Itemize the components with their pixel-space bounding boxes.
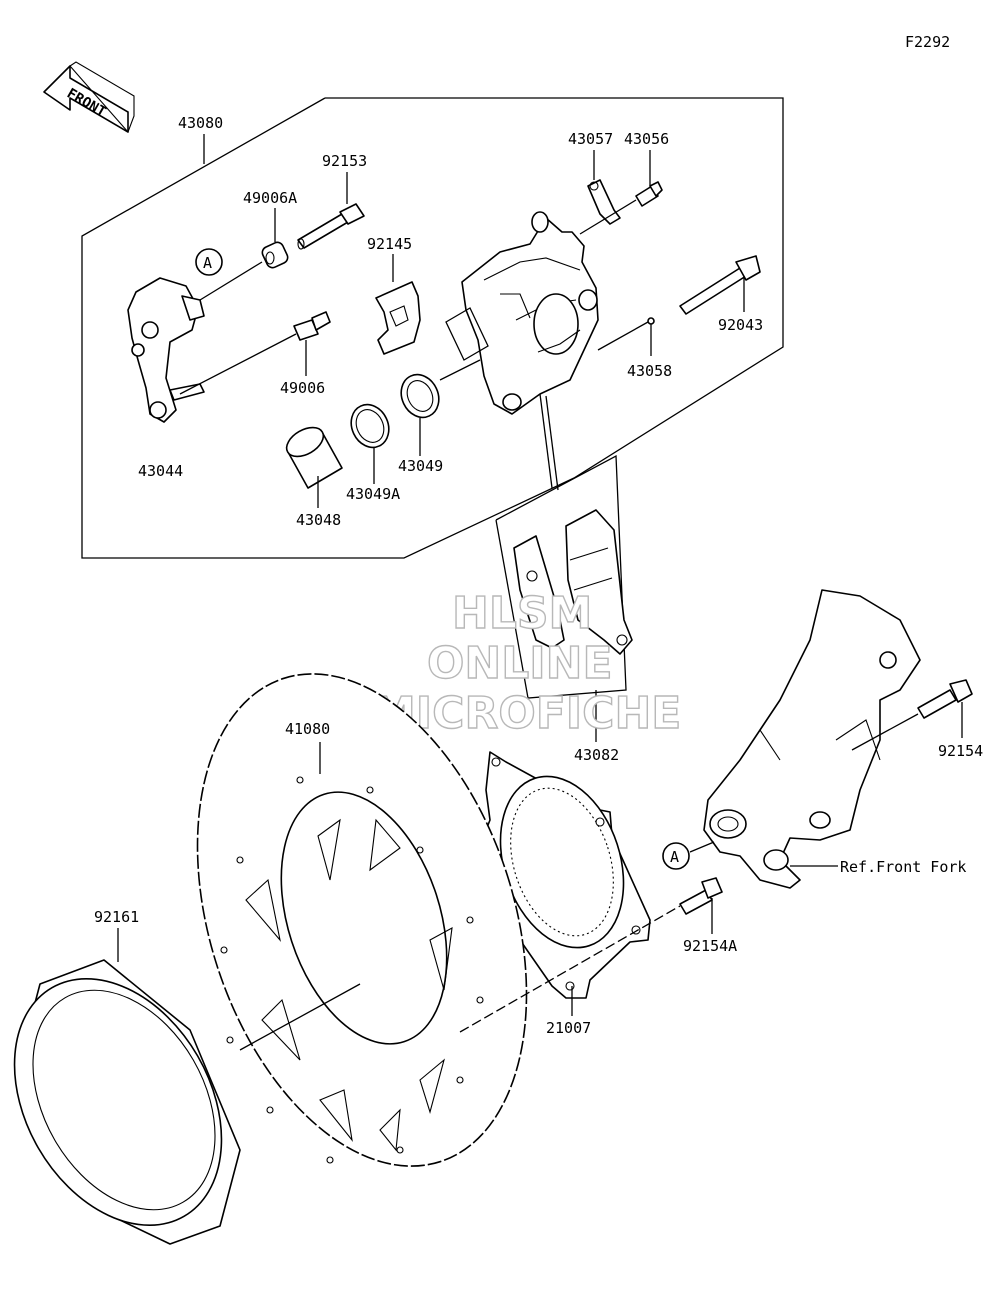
brake-disc-41080 — [196, 673, 528, 1167]
o-ring-43058 — [647, 317, 655, 325]
front-fork — [703, 589, 921, 889]
label-92145: 92145 — [367, 235, 412, 253]
callout-a-lower — [662, 842, 690, 870]
front-arrow-icon: FRONT — [43, 61, 135, 134]
pad-spring-92145 — [375, 281, 421, 355]
collar-92161 — [13, 959, 241, 1245]
label-43044: 43044 — [138, 462, 183, 480]
bushing-49006a — [261, 241, 289, 269]
piston-43048 — [285, 426, 343, 489]
label-43057: 43057 — [568, 130, 613, 148]
caliper-body — [461, 211, 599, 415]
label-ref-front-fork: Ref.Front Fork — [840, 858, 966, 876]
label-92153: 92153 — [322, 152, 367, 170]
pad-box — [495, 454, 627, 699]
caliper-bracket — [127, 277, 205, 423]
bolt-92154 — [917, 679, 973, 719]
watermark-line1: HLSM — [452, 588, 592, 639]
seal-43049 — [400, 373, 440, 419]
callout-a-upper-label: A — [203, 254, 212, 272]
watermark-line2: ONLINE — [427, 638, 613, 689]
label-43049: 43049 — [398, 457, 443, 475]
callout-a-upper — [195, 248, 223, 276]
label-43058: 43058 — [627, 362, 672, 380]
label-92154: 92154 — [938, 742, 983, 760]
pin-92043 — [679, 255, 761, 315]
label-43049a: 43049A — [346, 485, 400, 503]
label-21007: 21007 — [546, 1019, 591, 1037]
label-43048: 43048 — [296, 511, 341, 529]
label-92043: 92043 — [718, 316, 763, 334]
label-43082: 43082 — [574, 746, 619, 764]
bolt-49006 — [293, 311, 331, 341]
seal-43049a — [350, 403, 390, 449]
caliper-assembly-box — [81, 97, 784, 559]
label-43080: 43080 — [178, 114, 223, 132]
label-92161: 92161 — [94, 908, 139, 926]
bleeder-valve-43056 — [635, 181, 663, 207]
label-92154a: 92154A — [683, 937, 737, 955]
figure-code: F2292 — [905, 33, 950, 51]
label-41080: 41080 — [285, 720, 330, 738]
pin-92153 — [297, 203, 365, 250]
bleeder-cap-43057 — [587, 179, 621, 225]
label-43056: 43056 — [624, 130, 669, 148]
callout-a-lower-label: A — [670, 848, 679, 866]
label-49006: 49006 — [280, 379, 325, 397]
bolt-92154a — [679, 877, 723, 915]
brake-pad-43082 — [513, 509, 633, 655]
label-49006a: 49006A — [243, 189, 297, 207]
